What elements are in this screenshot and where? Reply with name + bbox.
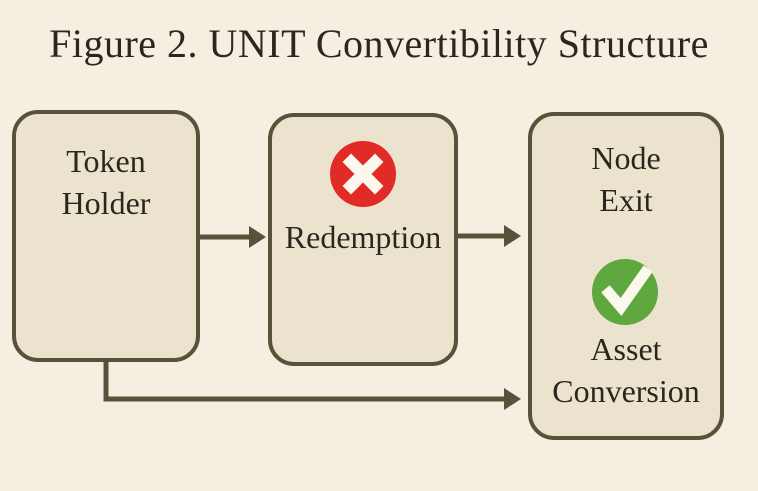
edge-token-to-exit-bypass (103, 360, 521, 410)
node-token-holder: Token Holder (12, 110, 200, 362)
node-node-exit: Node Exit Asset Conversion (528, 112, 724, 440)
figure-title: Figure 2. UNIT Convertibility Structure (49, 21, 709, 66)
node-exit-label: Node Exit (591, 140, 661, 218)
node-redemption: Redemption (268, 113, 458, 366)
check-circle-icon (592, 259, 658, 326)
node-exit-sublabel: Asset Conversion (552, 331, 700, 409)
node-redemption-label: Redemption (284, 219, 442, 255)
x-circle-icon (330, 141, 396, 207)
node-token-holder-label: Token Holder (61, 143, 151, 221)
edge-token-to-redemption (200, 226, 266, 248)
edge-redemption-to-exit (458, 225, 521, 247)
